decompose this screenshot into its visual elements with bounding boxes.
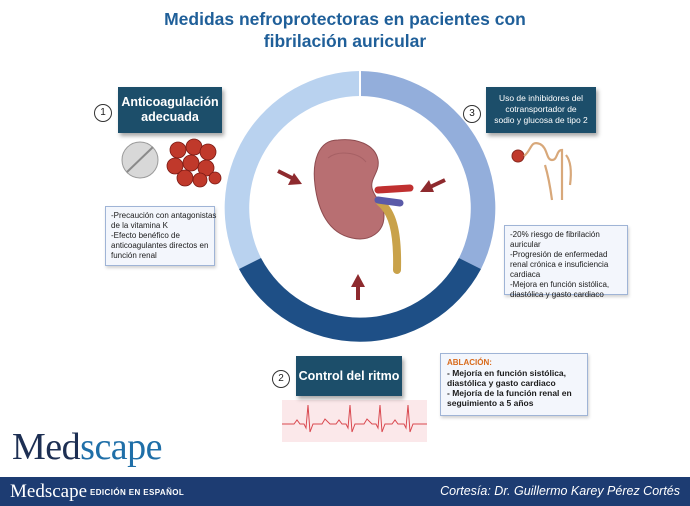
- blood-cells-icon: [166, 138, 222, 188]
- section-1-note: -Efecto benéfico de: [111, 231, 180, 240]
- footer-bar: Medscape EDICIÓN EN ESPAÑOL Cortesía: Dr…: [0, 477, 690, 506]
- section-2-note: seguimiento a 5 años: [447, 398, 534, 408]
- section-3-heading-line-2: cotransportador de: [505, 104, 577, 114]
- section-2-note: - Mejoría en función sistólica,: [447, 368, 567, 378]
- section-3-note: cardiaca: [510, 270, 541, 279]
- section-2-note: - Mejoría de la función renal en: [447, 388, 572, 398]
- title-line-2: fibrilación auricular: [263, 31, 427, 51]
- page-title: Medidas nefroprotectoras en pacientes co…: [0, 8, 690, 52]
- ring-segment-light: [224, 71, 360, 269]
- kidney-illustration: [313, 139, 414, 274]
- footer-logo: Medscape: [10, 481, 88, 502]
- arrow-right: [420, 178, 446, 192]
- section-3-heading-line-3: sodio y glucosa de tipo 2: [494, 115, 588, 125]
- footer-credit: Cortesía: Dr. Guillermo Karey Pérez Cort…: [440, 484, 680, 498]
- section-3-note: auricular: [510, 240, 541, 249]
- section-3-note: -Mejora en función sistólica,: [510, 280, 610, 289]
- section-3-note: -20% riesgo de fibrilación: [510, 230, 600, 239]
- logo-part-1: Med: [12, 426, 81, 468]
- section-3-note: renal crónica e insuficiencia: [510, 260, 609, 269]
- ring-segment-mid: [360, 71, 496, 269]
- section-1-heading: Anticoagulación adecuada: [118, 87, 222, 133]
- nephron-icon: [511, 142, 572, 201]
- section-1-heading-line-2: adecuada: [141, 110, 199, 124]
- section-2-number: 2: [272, 370, 290, 388]
- title-line-1: Medidas nefroprotectoras en pacientes co…: [164, 9, 526, 29]
- ring-segment-dark: [239, 258, 481, 342]
- arrow-left: [277, 169, 302, 185]
- section-1-notes: -Precaución con antagonistas de la vitam…: [105, 206, 217, 266]
- section-3-note: diastólica y gasto cardiaco: [510, 290, 604, 299]
- section-1-note: anticoagulantes directos en: [111, 241, 209, 250]
- logo-part-2: scape: [80, 426, 163, 468]
- section-3-note: -Progresión de enfermedad: [510, 250, 608, 259]
- pill-icon: [121, 141, 159, 179]
- section-1-note: función renal: [111, 251, 157, 260]
- section-1-number: 1: [94, 104, 112, 122]
- arrow-bottom: [351, 274, 365, 300]
- section-3-number: 3: [463, 105, 481, 123]
- ablation-title: ABLACIÓN:: [447, 358, 492, 367]
- section-3-notes: -20% riesgo de fibrilación auricular -Pr…: [504, 225, 628, 299]
- section-2-notes: ABLACIÓN: - Mejoría en función sistólica…: [440, 353, 588, 416]
- section-3-heading: Uso de inhibidores del cotransportador d…: [486, 87, 596, 133]
- section-1-heading-line-1: Anticoagulación: [121, 95, 219, 109]
- footer-edition: EDICIÓN EN ESPAÑOL: [90, 488, 185, 497]
- section-2-heading: Control del ritmo: [296, 356, 402, 396]
- section-1-note: de la vitamina K: [111, 221, 168, 230]
- section-2-note: diastólica y gasto cardiaco: [447, 378, 556, 388]
- medscape-logo: Medscape: [12, 425, 163, 469]
- section-3-heading-line-1: Uso de inhibidores del: [498, 93, 584, 103]
- section-1-note: -Precaución con antagonistas: [111, 211, 217, 220]
- ecg-strip: [282, 400, 427, 442]
